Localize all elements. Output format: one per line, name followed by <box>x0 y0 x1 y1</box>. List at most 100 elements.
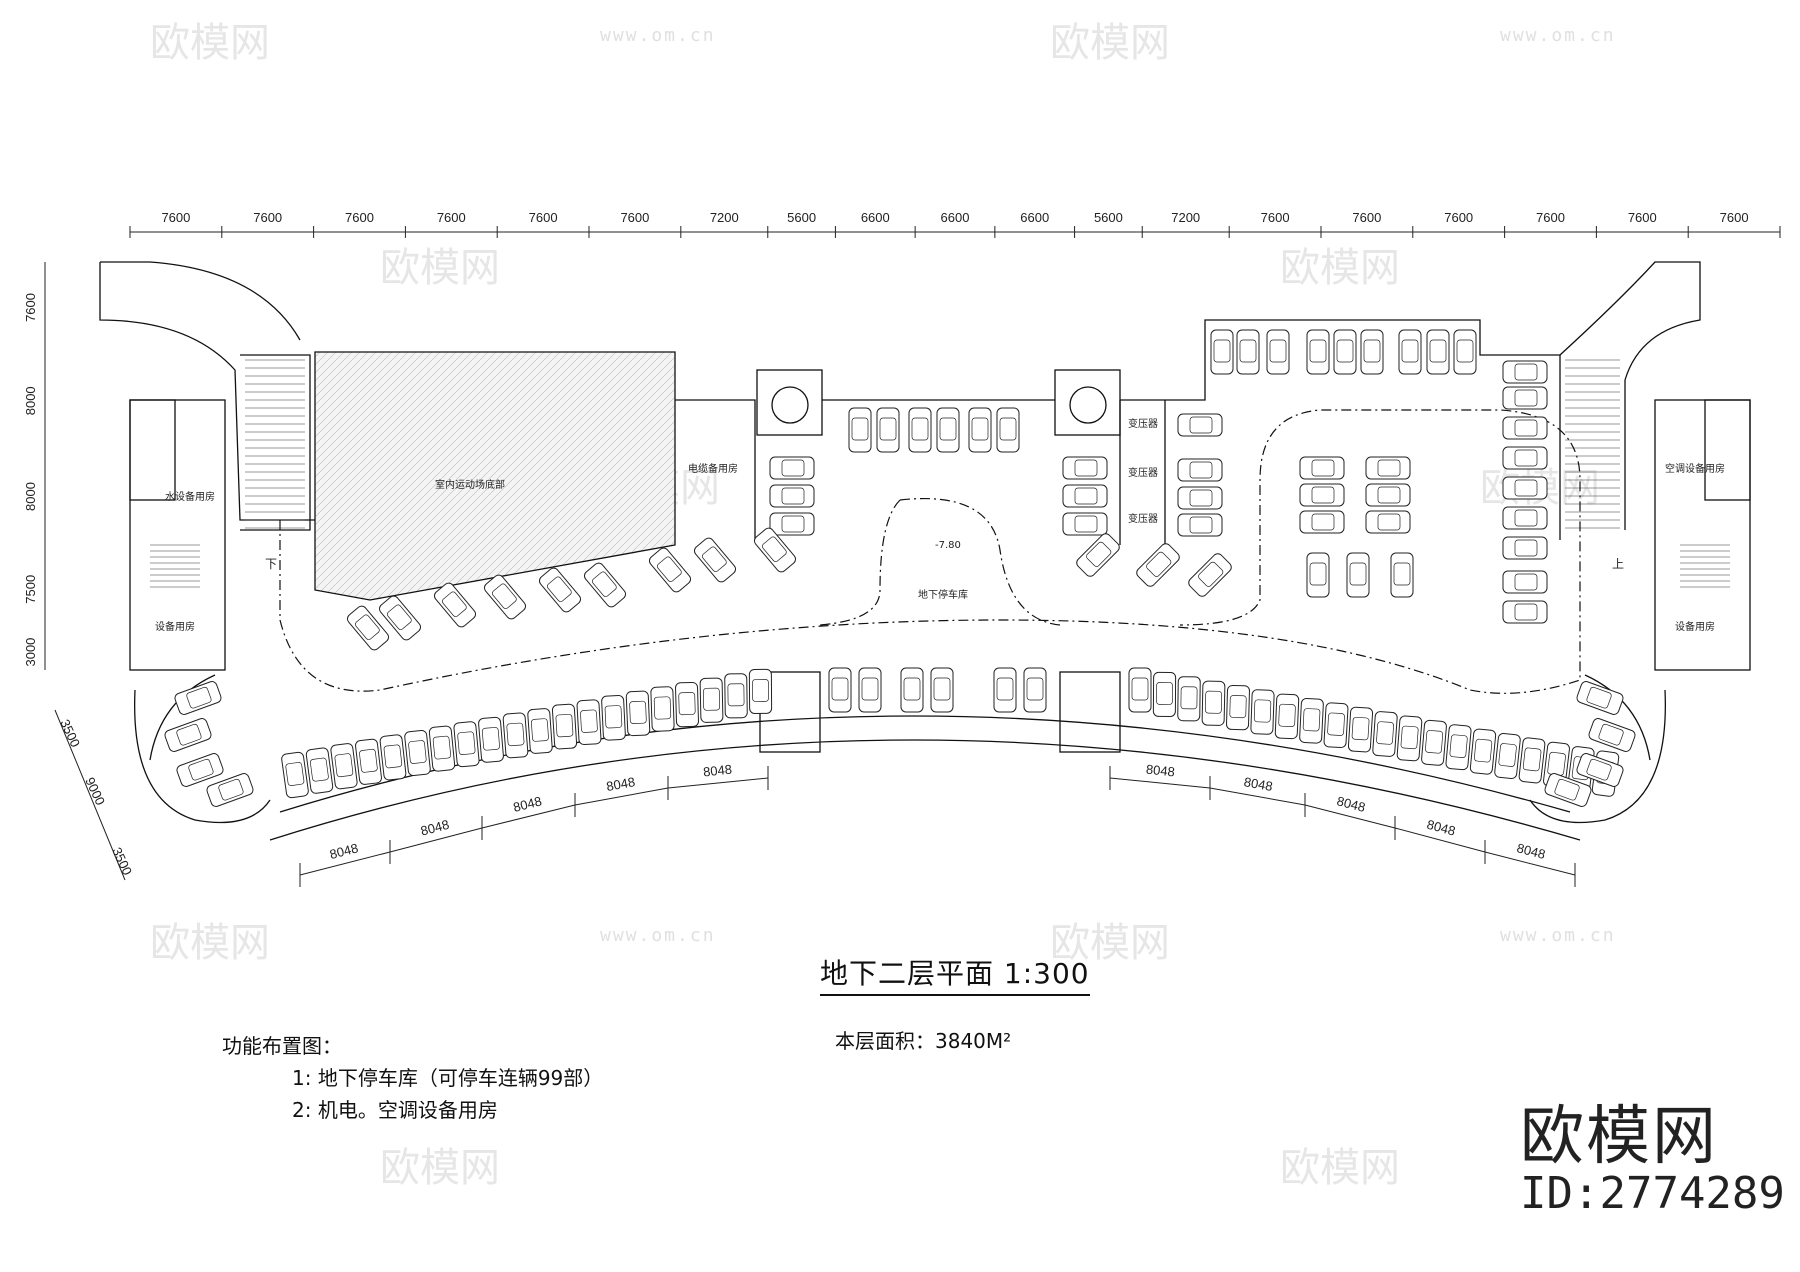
parking-stall <box>1544 773 1592 807</box>
parking-stall <box>936 407 960 453</box>
parking-stall <box>748 668 773 714</box>
parking-stall <box>1306 552 1330 598</box>
parking-stall <box>848 407 872 453</box>
parking-stall <box>753 527 797 573</box>
parking-stall <box>1062 484 1108 508</box>
parking-stall <box>1177 676 1201 722</box>
label-hvac-room: 空调设备用房 <box>1665 462 1725 475</box>
bottom-dim-label: 8048 <box>419 817 451 839</box>
bottom-dim-label: 8048 <box>702 762 732 780</box>
parking-stall <box>1365 456 1411 480</box>
parking-stall <box>330 743 358 790</box>
label-equipment-left: 设备用房 <box>155 620 195 633</box>
top-dim-label: 7600 <box>1261 210 1290 225</box>
parking-stall <box>876 407 900 453</box>
parking-stall <box>769 512 815 536</box>
label-water-room: 水设备用房 <box>165 490 215 503</box>
parking-stall <box>206 773 254 807</box>
bottom-dim-label: 8048 <box>328 840 360 862</box>
parking-stall <box>858 667 882 713</box>
parking-stall <box>1333 329 1357 375</box>
bottom-dim-label: 8048 <box>512 793 544 815</box>
watermark-text: 欧模网 <box>1050 920 1170 966</box>
watermark-text: 欧模网 <box>1050 20 1170 66</box>
watermark-url: www.om.cn <box>1500 25 1616 46</box>
parking-stall <box>176 753 224 787</box>
parking-stall <box>1076 533 1120 577</box>
floor-area: 本层面积：3840M² <box>835 1029 1012 1053</box>
parking-stall <box>1274 693 1300 740</box>
parking-stall <box>1306 329 1330 375</box>
parking-stall <box>908 407 932 453</box>
parking-stall <box>1177 513 1223 537</box>
parking-stall <box>1201 680 1226 726</box>
parking-stall <box>724 673 748 719</box>
left-dim-label: 8000 <box>23 386 38 415</box>
parking-stall <box>1266 329 1290 375</box>
top-dim-label: 7600 <box>1536 210 1565 225</box>
diag-dim-3: 3500 <box>109 845 135 878</box>
top-dim-label: 5600 <box>1094 210 1123 225</box>
parking-stall <box>281 751 309 799</box>
parking-stall <box>1299 456 1345 480</box>
left-dim-label: 8000 <box>23 482 38 511</box>
parking-stall <box>583 562 627 608</box>
parking-stall <box>174 681 222 715</box>
parking-stall <box>527 708 553 754</box>
parking-stall <box>483 574 527 620</box>
parking-stall <box>1390 552 1414 598</box>
parking-stall <box>1136 543 1180 587</box>
top-dim-label: 5600 <box>787 210 816 225</box>
parking-stall <box>1502 536 1548 560</box>
parking-stall <box>551 703 578 750</box>
top-dim-label: 6600 <box>861 210 890 225</box>
watermark-text: 欧模网 <box>380 245 500 291</box>
parking-stall <box>1398 329 1422 375</box>
parking-stall <box>1347 706 1374 753</box>
legend-item: 2: 机电。空调设备用房 <box>292 1098 498 1122</box>
label-transformer-1: 变压器 <box>1128 417 1158 430</box>
parking-stall <box>648 547 692 593</box>
left-dim-label: 7500 <box>23 575 38 604</box>
parking-stall <box>1250 689 1275 735</box>
parking-stall <box>769 484 815 508</box>
bottom-dim-label: 8048 <box>605 774 636 794</box>
parking-stall <box>1299 483 1345 507</box>
bottom-dim-label: 8048 <box>1335 793 1367 815</box>
parking-stall <box>404 729 431 777</box>
parking-stall <box>1365 510 1411 534</box>
legend-item: 1: 地下停车库（可停车连辆99部） <box>292 1066 604 1090</box>
top-dim-label: 7600 <box>529 210 558 225</box>
top-dim-label: 7600 <box>1720 210 1749 225</box>
brand-id: ID:2774289 <box>1520 1168 1785 1219</box>
parking-stall <box>478 716 504 763</box>
parking-stall <box>1502 600 1548 624</box>
parking-stall <box>993 667 1017 713</box>
top-dim-label: 7600 <box>437 210 466 225</box>
left-dim-label: 7600 <box>23 293 38 322</box>
bottom-dim-label: 8048 <box>1515 840 1547 862</box>
parking-stall <box>1494 732 1521 780</box>
parking-stall <box>1210 329 1234 375</box>
parking-stall <box>433 582 477 628</box>
parking-stall <box>355 738 382 785</box>
top-dim-label: 6600 <box>941 210 970 225</box>
parking-stall <box>1177 413 1223 437</box>
parking-stall <box>1360 329 1384 375</box>
label-transformer-3: 变压器 <box>1128 512 1158 525</box>
parking-stall <box>1299 698 1324 744</box>
parking-stall <box>675 681 699 728</box>
legend: 功能布置图： 1: 地下停车库（可停车连辆99部） 2: 机电。空调设备用房 <box>222 1030 603 1126</box>
parking-stall <box>996 407 1020 453</box>
parking-stall <box>453 721 480 768</box>
parking-stall <box>576 699 602 746</box>
bottom-left-dimension: 8048 8048 8048 8048 8048 <box>299 762 769 887</box>
parking-stall <box>1588 718 1636 752</box>
parking-stall <box>378 595 422 641</box>
diag-dim-1: 3500 <box>57 717 83 750</box>
label-sports-club: 室内运动场底部 <box>435 478 505 491</box>
parking-stall <box>379 734 407 781</box>
watermark-text: 欧模网 <box>1280 1145 1400 1191</box>
